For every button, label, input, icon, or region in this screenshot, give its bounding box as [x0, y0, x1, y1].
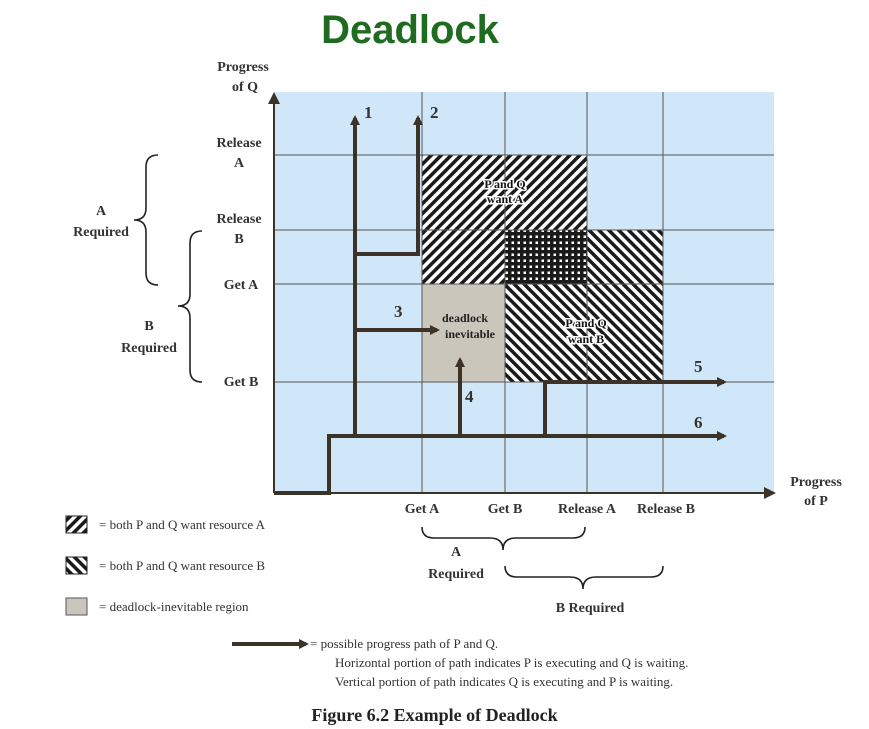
deadlock-label-2: inevitable	[445, 327, 496, 341]
want-b-label-1: P and Q	[565, 316, 606, 330]
want-a-label-2: want A	[487, 192, 524, 206]
x-tick-release-a: Release A	[558, 502, 617, 517]
y-tick-get-a: Get A	[224, 278, 259, 293]
deadlock-label-1: deadlock	[442, 311, 488, 325]
figure-caption: Figure 6.2 Example of Deadlock	[311, 705, 558, 725]
legend-path-2: Horizontal portion of path indicates P i…	[335, 655, 688, 670]
legend-want-a: = both P and Q want resource A	[99, 517, 266, 532]
path-label-2: 2	[430, 103, 439, 122]
x-tick-get-b: Get B	[488, 502, 523, 517]
brace-bottom-a-2: Required	[428, 567, 484, 582]
path-label-4: 4	[465, 387, 474, 406]
region-overlap	[505, 230, 587, 284]
want-a-label-1: P and Q	[484, 177, 525, 191]
y-tick-get-b: Get B	[224, 375, 259, 390]
y-tick-release-b-2: B	[234, 232, 243, 247]
brace-left-b-2: Required	[121, 341, 177, 356]
x-tick-release-b: Release B	[637, 502, 695, 517]
brace-left-b-1: B	[144, 319, 153, 334]
path-label-3: 3	[394, 302, 403, 321]
legend-swatch-want-b	[65, 556, 88, 575]
legend-path-1: = possible progress path of P and Q.	[310, 636, 498, 651]
y-tick-release-a-1: Release	[216, 136, 261, 151]
brace-bottom-a	[421, 526, 586, 551]
path-5-line	[543, 377, 727, 436]
brace-left-a-2: Required	[73, 225, 129, 240]
legend-swatch-deadlock	[65, 597, 88, 616]
brace-bottom-a-1: A	[451, 545, 462, 560]
y-axis-label-1: Progress	[217, 60, 269, 75]
brace-bottom-b	[504, 565, 664, 590]
path-2-line	[355, 115, 423, 256]
legend-swatch-want-a	[65, 515, 88, 534]
path-base	[274, 434, 355, 495]
legend-deadlock: = deadlock-inevitable region	[99, 599, 249, 614]
brace-left-a-1: A	[96, 204, 107, 219]
x-axis-label-2: of P	[804, 494, 828, 509]
y-tick-release-b-1: Release	[216, 212, 261, 227]
y-axis-label-2: of Q	[232, 80, 258, 95]
grid	[274, 92, 774, 493]
path-label-6: 6	[694, 413, 703, 432]
x-axis-label-1: Progress	[790, 475, 842, 490]
legend-path-3: Vertical portion of path indicates Q is …	[335, 674, 673, 689]
want-b-label-2: want B	[568, 332, 604, 346]
brace-left-b	[177, 230, 203, 383]
path-label-5: 5	[694, 357, 703, 376]
x-tick-get-a: Get A	[405, 502, 440, 517]
path-label-1: 1	[364, 103, 373, 122]
legend-want-b: = both P and Q want resource B	[99, 558, 265, 573]
brace-left-a	[133, 154, 159, 286]
y-tick-release-a-2: A	[234, 156, 245, 171]
brace-bottom-b: B Required	[556, 601, 625, 616]
slide-title: Deadlock	[321, 8, 499, 52]
